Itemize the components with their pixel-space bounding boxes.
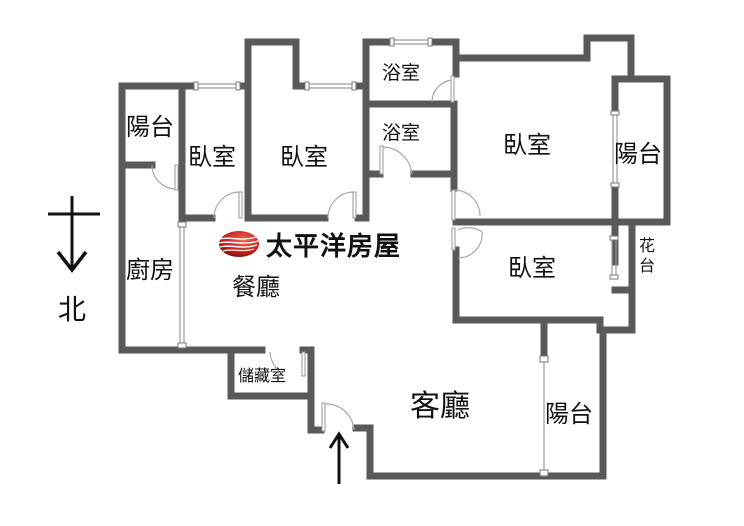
room-label-storage-room: 儲藏室: [238, 366, 287, 385]
doors: [151, 75, 483, 432]
room-label-kitchen: 廚房: [126, 256, 174, 284]
room-label-dining-room: 餐廳: [232, 273, 280, 301]
room-label-bathroom-1: 浴室: [382, 62, 421, 84]
entrance-arrow-up-icon: [328, 431, 350, 484]
room-label-bedroom-2: 臥室: [280, 143, 328, 171]
walls: [118, 34, 671, 480]
room-label-flower-bed: 花台: [638, 236, 655, 275]
brand-name: 太平洋房屋: [266, 231, 402, 262]
room-label-balcony-east: 陽台: [614, 140, 662, 168]
windows: [177, 37, 620, 477]
room-label-balcony-west: 陽台: [126, 113, 174, 141]
compass-north-label: 北: [58, 293, 87, 326]
room-label-bedroom-1: 臥室: [188, 143, 236, 171]
north-arrow-down-icon: [48, 196, 100, 273]
room-label-balcony-south: 陽台: [545, 400, 593, 428]
room-label-master-bedroom: 臥室: [503, 131, 551, 159]
red-wave-sphere-icon: [218, 231, 259, 257]
brand-watermark: 太平洋房屋: [218, 228, 402, 262]
room-label-living-room: 客廳: [410, 389, 470, 424]
room-label-bathroom-2: 浴室: [382, 122, 421, 144]
room-label-bedroom-4: 臥室: [508, 254, 556, 282]
